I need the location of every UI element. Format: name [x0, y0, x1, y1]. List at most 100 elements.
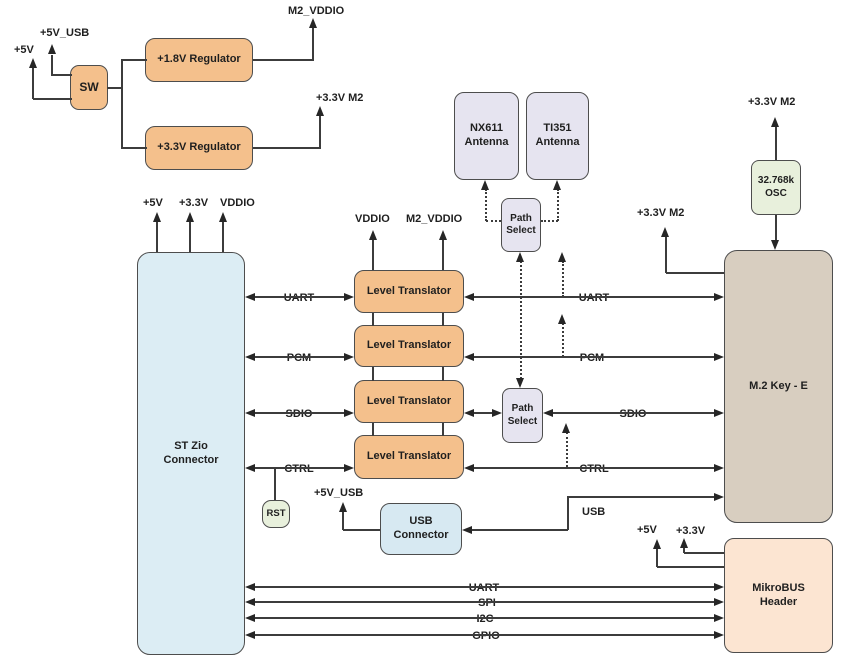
arrowhead: [714, 598, 724, 606]
wire: [312, 27, 314, 61]
arrowhead: [245, 409, 255, 417]
arrowhead: [245, 464, 255, 472]
wire: [319, 115, 321, 149]
arrowhead: [344, 409, 354, 417]
block-level-translator-uart: Level Translator: [354, 270, 464, 313]
wire: [567, 496, 569, 530]
arrowhead: [516, 378, 524, 388]
label-uart-right: UART: [575, 292, 613, 304]
arrowhead: [245, 631, 255, 639]
wire: [342, 511, 344, 530]
label-spi-bus: SPI: [475, 597, 499, 609]
block-switch: SW: [70, 65, 108, 110]
arrowhead: [439, 230, 447, 240]
label-uart-bus: UART: [465, 582, 503, 594]
arrowhead: [369, 230, 377, 240]
label-3v3-m2-regulator: +3.3V M2: [316, 92, 364, 104]
arrowhead: [714, 464, 724, 472]
block-usb-connector: USB Connector: [380, 503, 462, 555]
wire: [372, 367, 374, 381]
arrowhead: [464, 464, 474, 472]
block-regulator-3v3: +3.3V Regulator: [145, 126, 253, 170]
block-st-zio-connector: ST Zio Connector: [137, 252, 245, 655]
wire: [683, 546, 685, 553]
wire-dotted: [557, 189, 559, 221]
wire: [553, 412, 714, 414]
wire: [372, 313, 374, 326]
wire: [222, 221, 224, 252]
wire: [474, 356, 714, 358]
wire: [156, 221, 158, 252]
arrowhead: [462, 526, 472, 534]
arrowhead: [714, 293, 724, 301]
label-vddio-translator: VDDIO: [355, 213, 390, 225]
label-gpio-bus: GPIO: [469, 630, 503, 642]
block-level-translator-pcm: Level Translator: [354, 325, 464, 367]
block-m2-key-e: M.2 Key - E: [724, 250, 833, 523]
wire-dotted: [485, 189, 487, 221]
wire: [274, 468, 276, 500]
arrowhead: [464, 293, 474, 301]
wire: [51, 55, 53, 76]
wire: [255, 617, 714, 619]
wire: [568, 496, 714, 498]
arrowhead: [245, 353, 255, 361]
arrowhead: [245, 598, 255, 606]
wire: [372, 423, 374, 436]
label-3v3-zio: +3.3V: [179, 197, 209, 209]
wire: [474, 467, 714, 469]
wire: [107, 87, 123, 89]
label-m2-vddio-top: M2_VDDIO: [288, 5, 345, 17]
wire: [255, 634, 714, 636]
arrowhead: [553, 180, 561, 190]
arrowhead: [562, 423, 570, 433]
wire: [32, 68, 34, 99]
block-osc-32768k: 32.768k OSC: [751, 160, 801, 215]
label-pcm-right: PCM: [576, 352, 608, 364]
arrowhead: [464, 353, 474, 361]
wire: [255, 412, 344, 414]
arrowhead: [29, 58, 37, 68]
arrowhead: [344, 293, 354, 301]
wire: [253, 59, 313, 61]
arrowhead: [714, 583, 724, 591]
arrowhead: [714, 614, 724, 622]
wire-dotted: [562, 261, 564, 297]
wire: [775, 215, 777, 240]
wire-dotted: [562, 323, 564, 357]
block-path-select-top: Path Select: [501, 198, 541, 252]
arrowhead: [516, 252, 524, 262]
arrowhead: [245, 583, 255, 591]
block-level-translator-ctrl: Level Translator: [354, 435, 464, 479]
arrowhead: [219, 212, 227, 222]
arrowhead: [492, 409, 502, 417]
label-usb: USB: [582, 506, 606, 518]
label-i2c-bus: I2C: [473, 613, 497, 625]
label-5v-mikrobus: +5V: [637, 524, 657, 536]
wire: [442, 367, 444, 381]
arrowhead: [245, 614, 255, 622]
wire: [122, 59, 147, 61]
block-path-select-bottom: Path Select: [502, 388, 543, 443]
wire-dotted: [486, 220, 501, 222]
label-uart-left: UART: [280, 292, 318, 304]
label-m2-vddio-translator: M2_VDDIO: [406, 213, 463, 225]
block-nx611-antenna: NX611 Antenna: [454, 92, 519, 180]
block-regulator-1v8: +1.8V Regulator: [145, 38, 253, 82]
label-pcm-left: PCM: [283, 352, 315, 364]
arrowhead: [558, 314, 566, 324]
wire: [122, 147, 147, 149]
wire: [253, 147, 320, 149]
label-3v3-m2-osc: +3.3V M2: [748, 96, 796, 108]
label-3v3-mikrobus: +3.3V: [676, 525, 706, 537]
arrowhead: [543, 409, 553, 417]
wire: [474, 412, 492, 414]
wire: [189, 221, 191, 252]
arrowhead: [245, 293, 255, 301]
wire: [343, 529, 380, 531]
block-rst-button: RST: [262, 500, 290, 528]
wire: [472, 529, 568, 531]
wire-dotted: [520, 261, 522, 379]
arrowhead: [339, 502, 347, 512]
